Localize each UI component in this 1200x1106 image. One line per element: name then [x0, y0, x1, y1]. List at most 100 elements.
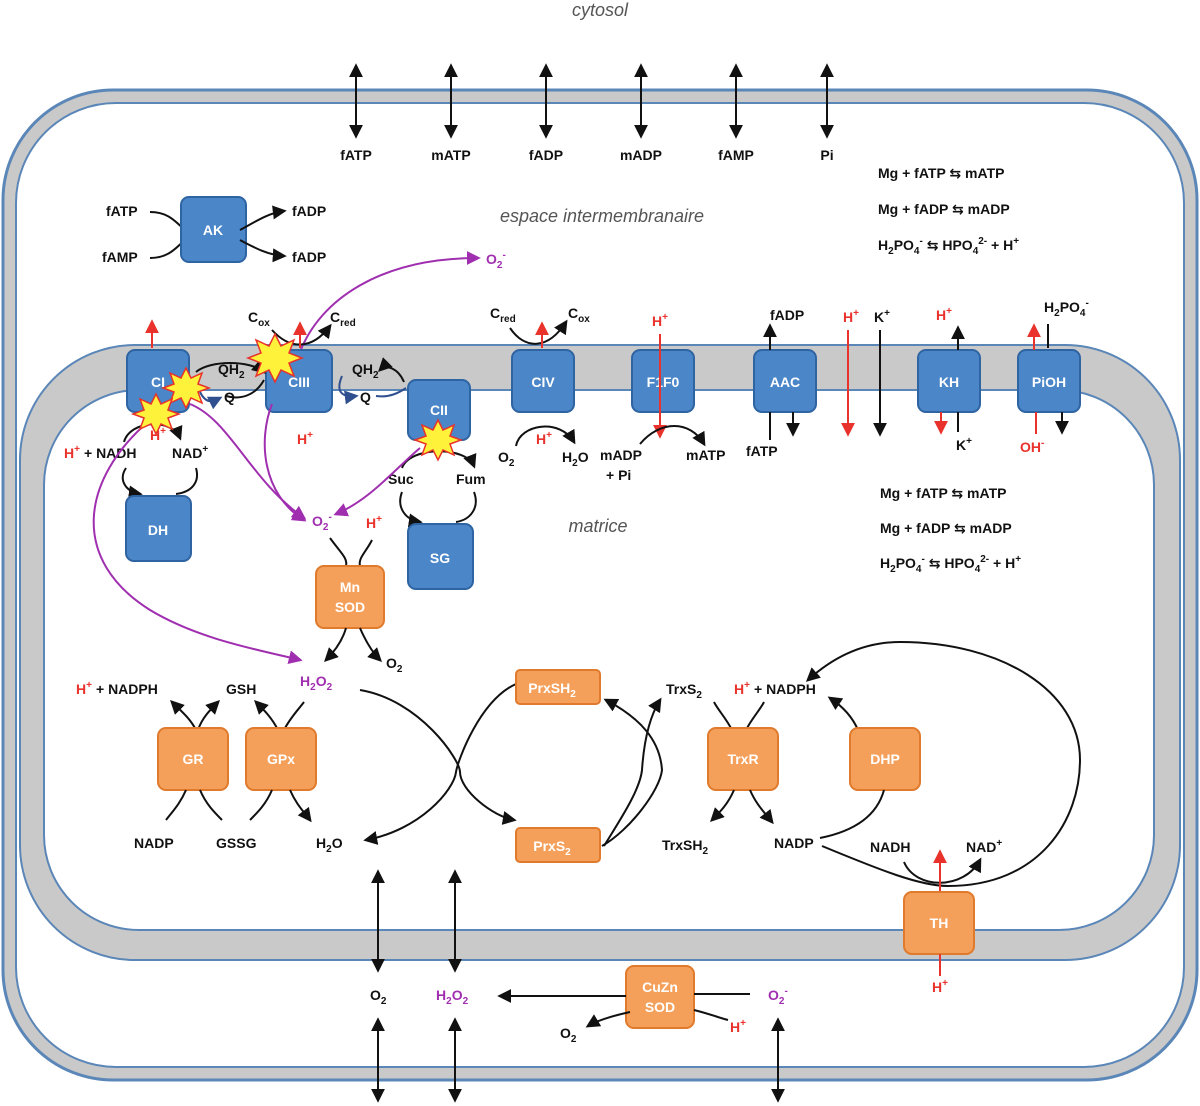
complex-civ-label: CIV: [531, 374, 555, 390]
sg-label: SG: [430, 550, 450, 566]
svg-text:Cred: Cred: [490, 305, 516, 325]
svg-text:fADP: fADP: [292, 249, 326, 265]
svg-text:NAD+: NAD+: [172, 444, 208, 461]
complex-ci-label: CI: [151, 374, 165, 390]
ros-star-2: [160, 366, 212, 410]
svg-text:GSH: GSH: [226, 681, 256, 697]
dhp-box: [849, 727, 921, 791]
svg-text:H2O2: H2O2: [436, 987, 469, 1007]
kh-box: [917, 349, 981, 413]
aac-fatp: fATP: [746, 443, 778, 459]
ros-arrow-ci-h2o2: [92, 419, 303, 665]
ros-star-1: [245, 332, 305, 384]
svg-text:PrxSH2: PrxSH2: [528, 680, 576, 700]
cii-reaction: Suc Fum: [388, 450, 486, 528]
svg-text:H2O: H2O: [562, 449, 589, 469]
ros-arrow-ims: [299, 251, 481, 353]
pioh-oh: OH-: [1020, 438, 1044, 455]
pioh-h2po4: H2PO4-: [1044, 298, 1089, 319]
svg-text:SOD: SOD: [645, 999, 675, 1015]
svg-text:GR: GR: [183, 751, 204, 767]
svg-text:+ Pi: + Pi: [606, 467, 631, 483]
cytc-civ: Cred Cox: [490, 305, 590, 345]
ros-arrow-ci: [189, 403, 307, 520]
svg-text:NADH: NADH: [870, 839, 910, 855]
svg-text:H+: H+: [76, 680, 92, 697]
svg-text:Pi: Pi: [820, 147, 833, 163]
aac-box: [753, 349, 817, 413]
eq-top-1: Mg + fATP ⇆ mATP: [878, 165, 1004, 181]
svg-text:fATP: fATP: [340, 147, 372, 163]
eq-matrix-1: Mg + fATP ⇆ mATP: [880, 485, 1006, 501]
svg-text:fADP: fADP: [292, 203, 326, 219]
f1f0-label: F1F0: [647, 374, 680, 390]
svg-text:NADP: NADP: [134, 835, 174, 851]
svg-text:mATP: mATP: [431, 147, 470, 163]
ros-star-4: [412, 418, 464, 462]
eq-matrix-2: Mg + fADP ⇆ mADP: [880, 520, 1012, 536]
svg-text:mADP: mADP: [620, 147, 662, 163]
pioh-label: PiOH: [1032, 374, 1066, 390]
ak-reaction: fATP fAMP AK fADP fADP: [102, 196, 326, 265]
svg-text:CuZn: CuZn: [642, 979, 678, 995]
eq-top-2: Mg + fADP ⇆ mADP: [878, 201, 1010, 217]
k-label: K+: [874, 308, 890, 325]
ak-box: [180, 196, 247, 263]
matrix-space: [43, 389, 1155, 931]
bottom-exchange: O2 H2O2 CuZn SOD O2 H+ O2-: [370, 869, 788, 1103]
svg-text:O2: O2: [370, 987, 387, 1007]
aac-fadp: fADP: [770, 307, 804, 323]
svg-text:+ NADH: + NADH: [84, 445, 137, 461]
svg-text:PrxS2: PrxS2: [533, 838, 571, 858]
dh-box: [125, 495, 192, 562]
pioh-box: [1017, 349, 1081, 413]
svg-text:TrxR: TrxR: [727, 751, 758, 767]
svg-text:Cox: Cox: [568, 305, 590, 325]
svg-text:+ NADPH: + NADPH: [96, 681, 158, 697]
gpx-box: [245, 727, 317, 791]
svg-text:mADP: mADP: [600, 447, 642, 463]
svg-text:H+: H+: [730, 1018, 746, 1035]
dh-label: DH: [148, 522, 168, 538]
svg-text:H+: H+: [932, 978, 948, 995]
mnsod-box: [315, 565, 385, 629]
svg-text:fAMP: fAMP: [102, 249, 138, 265]
svg-text:H+: H+: [64, 444, 80, 461]
top-exchange-labels: fATP mATP fADP mADP fAMP Pi: [340, 147, 833, 163]
peroxiredoxin-cycle: PrxSH2 PrxS2: [359, 669, 664, 863]
svg-text:GPx: GPx: [267, 751, 295, 767]
svg-text:O2: O2: [498, 449, 515, 469]
civ-reaction: O2 H+ H2O: [498, 425, 589, 469]
gr-box: [157, 727, 229, 791]
svg-text:QH2: QH2: [352, 361, 379, 381]
svg-text:fAMP: fAMP: [718, 147, 754, 163]
svg-text:QH2: QH2: [218, 361, 245, 381]
proton-mnsod: H+: [366, 514, 382, 531]
svg-text:Cred: Cred: [330, 309, 356, 329]
svg-text:+ NADPH: + NADPH: [754, 681, 816, 697]
svg-text:TrxSH2: TrxSH2: [662, 837, 708, 857]
kh-k: K+: [956, 436, 972, 453]
svg-text:NADP: NADP: [774, 835, 814, 851]
svg-text:fADP: fADP: [529, 147, 563, 163]
cytosol-label: cytosol: [572, 0, 629, 20]
top-exchange-arrows: [349, 63, 834, 139]
superoxide-ims: O2-: [486, 250, 506, 271]
complex-civ-box: [511, 349, 575, 413]
prxsh2-box: [515, 669, 601, 705]
svg-text:Cox: Cox: [248, 309, 270, 329]
svg-text:Fum: Fum: [456, 471, 486, 487]
svg-text:TH: TH: [930, 915, 949, 931]
svg-text:fATP: fATP: [106, 203, 138, 219]
svg-text:Q: Q: [360, 389, 371, 405]
svg-text:DHP: DHP: [870, 751, 900, 767]
svg-text:O2-: O2-: [768, 986, 788, 1007]
ros-arrow-cii: [333, 447, 421, 517]
quinone-pool-2: QH2 Q: [338, 357, 407, 405]
svg-text:NAD+: NAD+: [966, 838, 1002, 855]
f1f0-reaction: mADP + Pi mATP: [600, 425, 725, 483]
complex-ciii-label: CIII: [288, 374, 310, 390]
superoxide-matrix: O2-: [312, 512, 332, 533]
proton-leak-label: H+: [843, 308, 859, 325]
